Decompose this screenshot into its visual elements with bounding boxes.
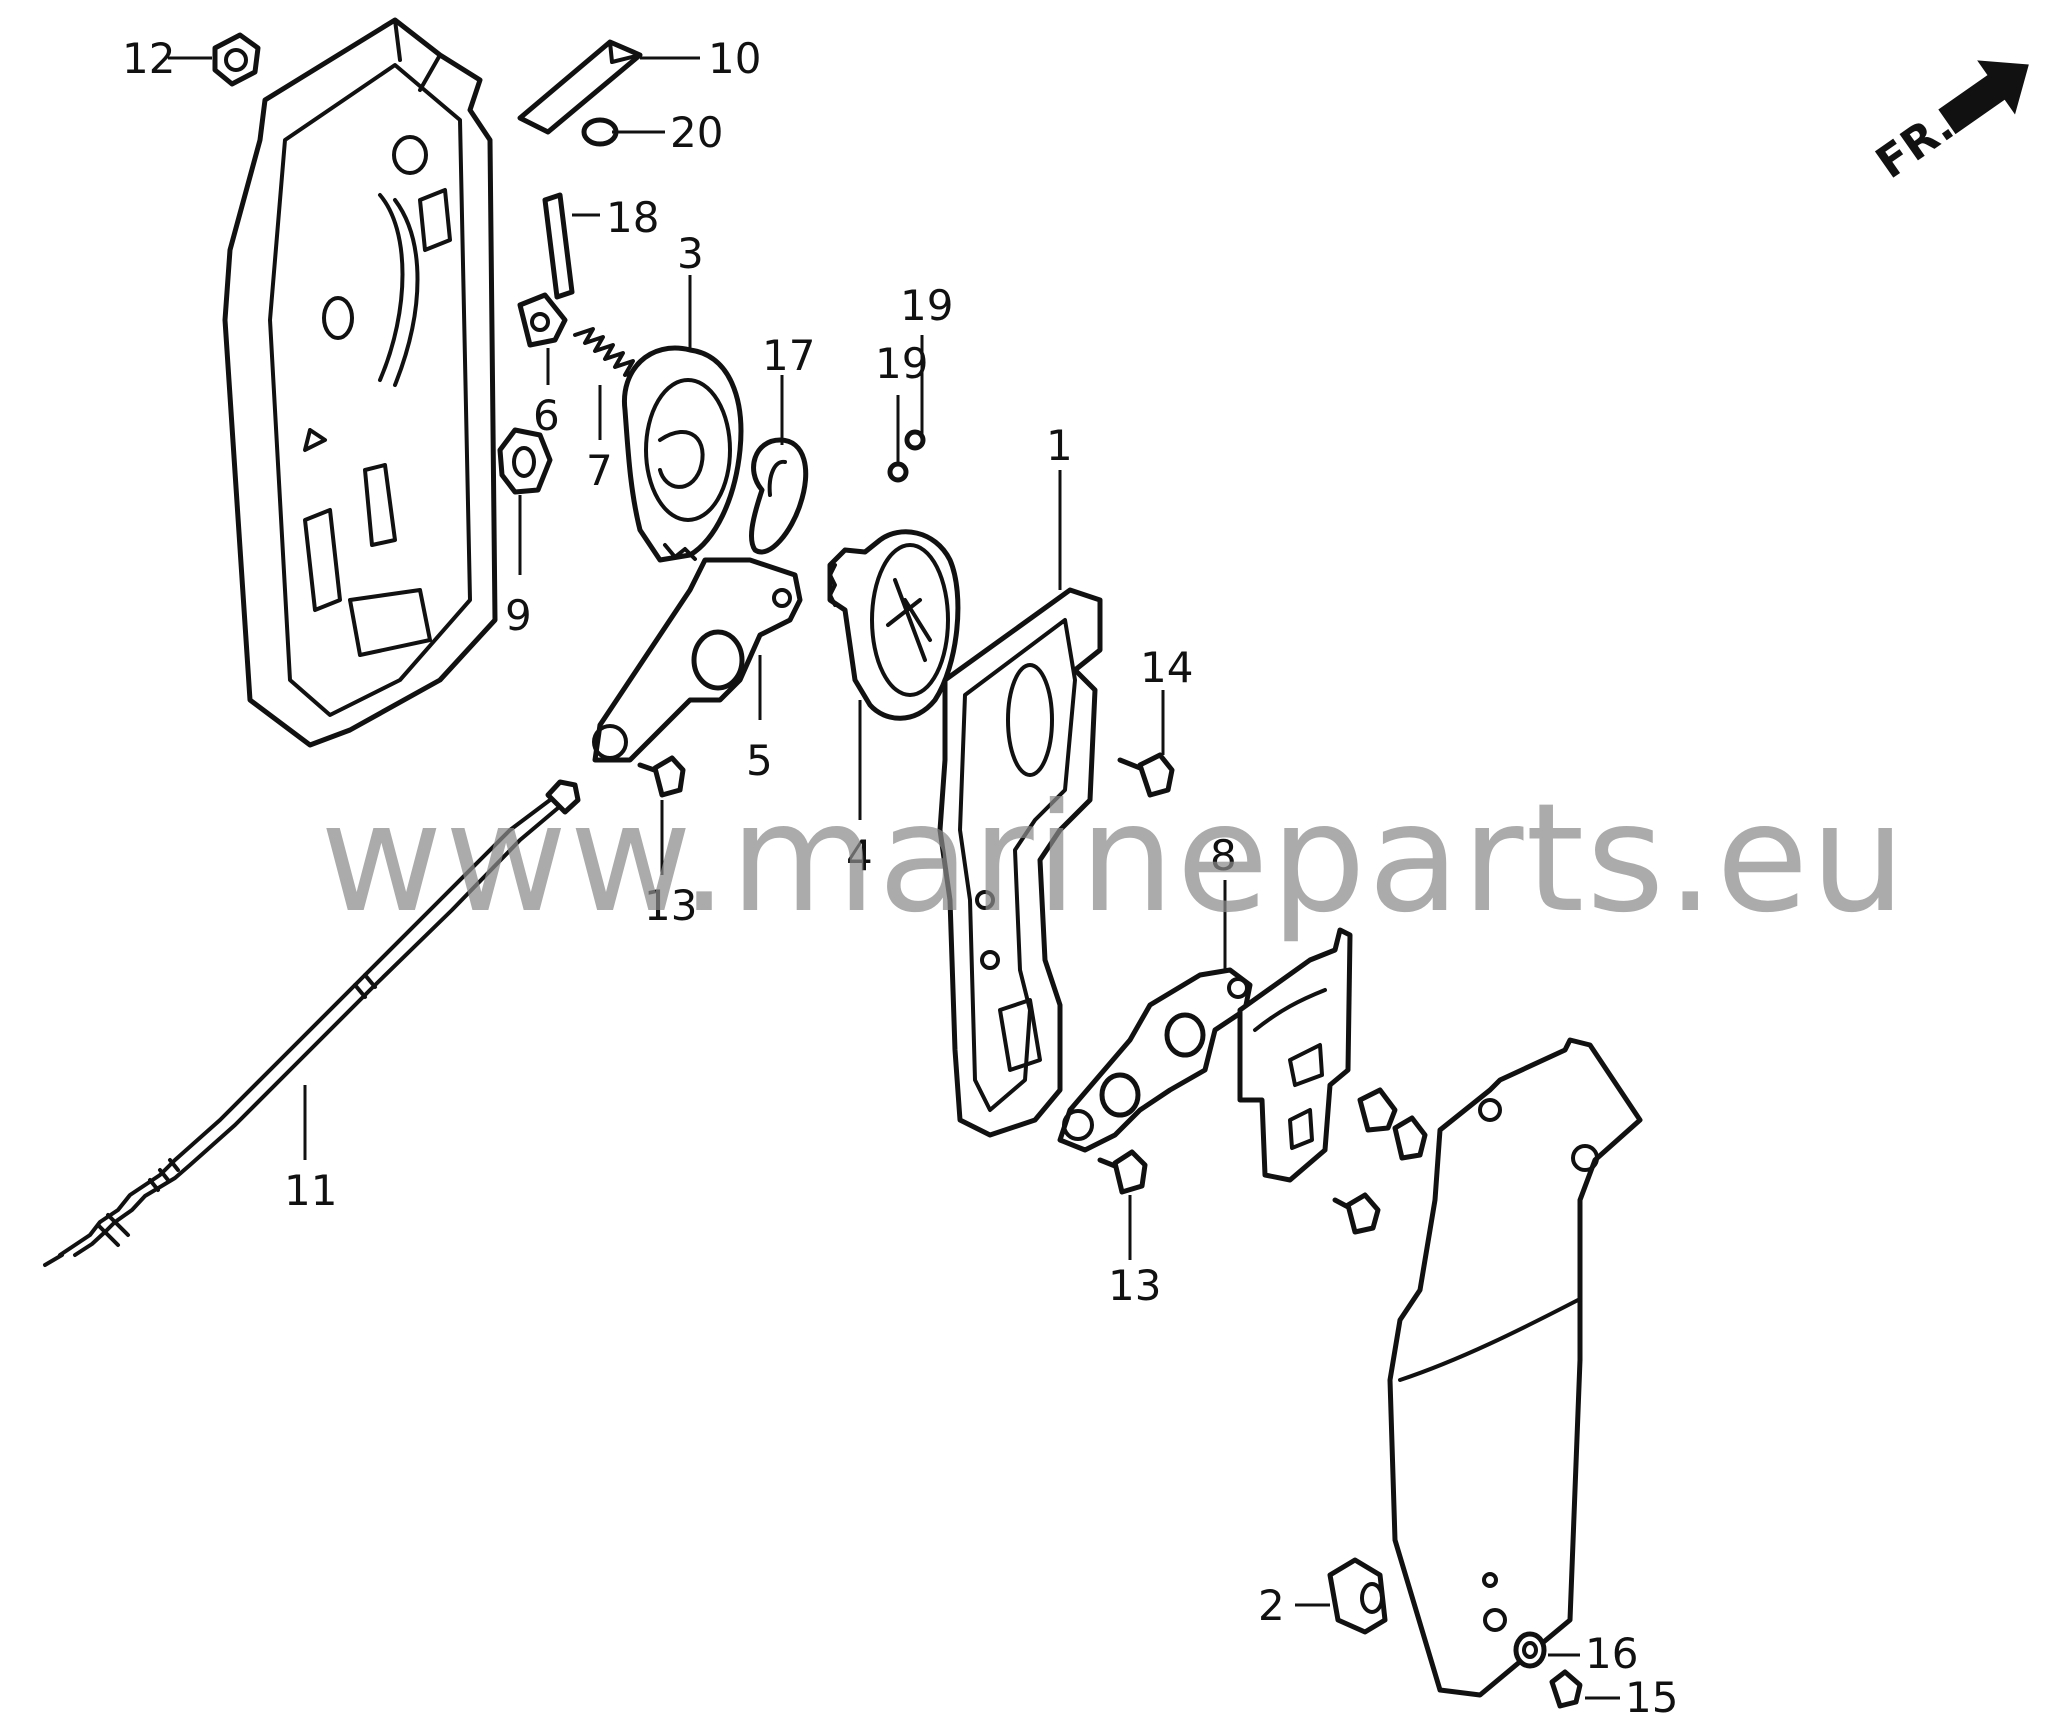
callout-12: 12 — [122, 34, 175, 83]
callout-18: 18 — [606, 193, 659, 242]
callout-19-left: 19 — [875, 339, 928, 388]
right-cover-plate — [1387, 1037, 1643, 1698]
key-bar-10 — [517, 39, 643, 135]
lever-arm-5 — [592, 557, 803, 763]
callout-16: 16 — [1585, 1629, 1638, 1678]
grommet-2 — [1327, 1557, 1388, 1635]
spring-7 — [573, 327, 645, 377]
washer-16 — [1513, 1631, 1547, 1669]
shaft-drum-4 — [827, 529, 961, 721]
front-arrow-icon — [1938, 60, 2029, 135]
watermark: www.marineparts.eu — [320, 772, 1908, 946]
callout-2: 2 — [1258, 1581, 1285, 1630]
screw-13-lower — [1097, 1149, 1148, 1195]
callout-7: 7 — [586, 446, 613, 495]
slotted-plate — [1237, 927, 1353, 1183]
callout-13-upper: 13 — [644, 881, 697, 930]
callout-13-lower: 13 — [1108, 1261, 1161, 1310]
screw-13-upper — [637, 755, 686, 798]
callout-9: 9 — [505, 591, 532, 640]
front-direction-indicator: FR. — [1867, 60, 2029, 189]
callout-20: 20 — [670, 108, 723, 157]
washer-9 — [497, 427, 553, 495]
screw-14 — [1117, 752, 1175, 798]
callout-4: 4 — [846, 831, 873, 880]
leader-lines — [168, 56, 1620, 1700]
callout-19-top: 19 — [900, 281, 953, 330]
callout-5: 5 — [746, 736, 773, 785]
balls-19 — [887, 429, 926, 483]
callout-3: 3 — [677, 229, 704, 278]
pin-20 — [581, 117, 619, 147]
callout-17: 17 — [762, 331, 815, 380]
callout-11: 11 — [284, 1166, 337, 1215]
cable-11 — [43, 779, 581, 1267]
callout-numbers: 12 10 20 18 3 6 7 17 9 5 4 1 19 19 14 13… — [122, 34, 1678, 1722]
callout-6: 6 — [533, 391, 560, 440]
callout-8: 8 — [1210, 831, 1237, 880]
screw-15 — [1549, 1669, 1583, 1709]
small-bolt-a — [1357, 1087, 1428, 1161]
circlip-17 — [748, 437, 809, 555]
detent-6 — [517, 292, 568, 348]
callout-10: 10 — [708, 34, 761, 83]
cam-gear-3 — [621, 345, 744, 563]
bracket-plate-1 — [937, 587, 1103, 1138]
link-plate-8 — [1057, 967, 1253, 1153]
left-housing-cover — [222, 17, 498, 748]
small-bolt-b — [1332, 1192, 1381, 1235]
callout-14: 14 — [1140, 643, 1193, 692]
callout-1: 1 — [1046, 421, 1073, 470]
pin-18 — [542, 192, 575, 300]
callout-15: 15 — [1625, 1673, 1678, 1722]
bolt-12 — [212, 32, 261, 87]
